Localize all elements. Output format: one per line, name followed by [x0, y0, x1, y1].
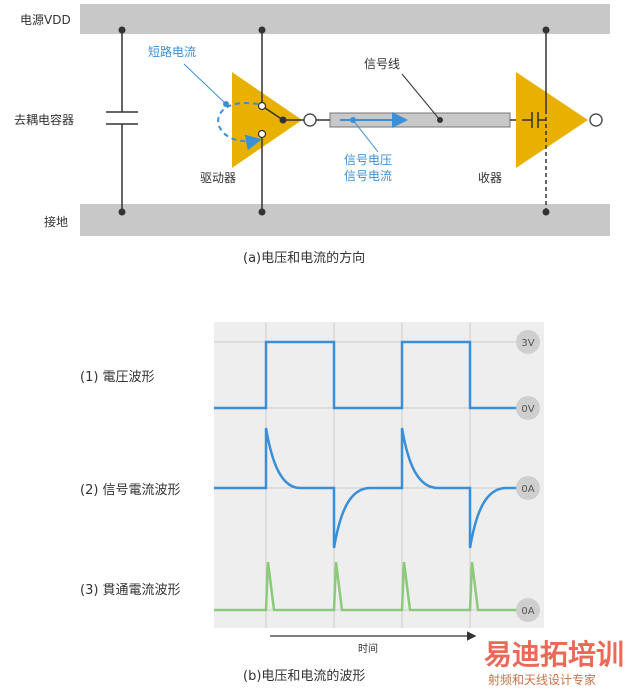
row2-label: (2) 信号電流波形	[80, 483, 181, 498]
driver-label: 驱动器	[200, 171, 236, 185]
svg-text:3V: 3V	[521, 338, 534, 349]
signal-current-label: 信号电流	[344, 169, 392, 183]
time-label: 时间	[358, 642, 378, 655]
svg-text:0A: 0A	[521, 484, 534, 495]
receiver-output-bubble	[589, 113, 603, 127]
short-circuit-label: 短路电流	[148, 44, 196, 59]
pill-3v: 3V	[516, 330, 540, 354]
pill-0v: 0V	[516, 396, 540, 420]
svg-text:0A: 0A	[521, 606, 534, 617]
node-dot	[118, 208, 126, 216]
short-circuit-current-path	[217, 102, 262, 151]
ground-label: 接地	[44, 214, 68, 229]
ground-rail	[80, 204, 610, 236]
svg-text:0V: 0V	[521, 404, 534, 415]
signal-line-label: 信号线	[364, 57, 400, 71]
vdd-label: 电源VDD	[20, 13, 71, 27]
receiver-label: 收器	[478, 171, 502, 185]
receiver-gate	[516, 72, 588, 168]
watermark-logo: 易迪拓培训 射频和天线设计专家	[484, 638, 624, 687]
driver-output-bubble	[303, 113, 317, 127]
shoot-through-current-waveform	[214, 561, 518, 612]
node-dot	[118, 26, 126, 34]
vdd-rail	[80, 4, 610, 34]
row3-label: (3) 貫通電流波形	[80, 583, 181, 598]
decap-label: 去耦电容器	[14, 112, 74, 127]
pill-0a-signal: 0A	[516, 476, 540, 500]
watermark-title: 易迪拓培训	[484, 638, 624, 671]
watermark-subtitle: 射频和天线设计专家	[488, 672, 596, 687]
pill-0a-shoot: 0A	[516, 598, 540, 622]
switch-contact	[257, 129, 267, 139]
row1-label: (1) 電圧波形	[80, 370, 155, 385]
caption-b: (b)电压和电流的波形	[243, 668, 365, 684]
caption-a: (a)电压和电流的方向	[243, 250, 365, 266]
voltage-waveform	[214, 340, 518, 410]
decoupling-capacitor	[106, 30, 138, 212]
signal-current-waveform	[214, 427, 518, 549]
switch-contact	[257, 101, 267, 111]
signal-voltage-label: 信号电压	[344, 153, 392, 167]
waveform-panel	[214, 322, 544, 628]
